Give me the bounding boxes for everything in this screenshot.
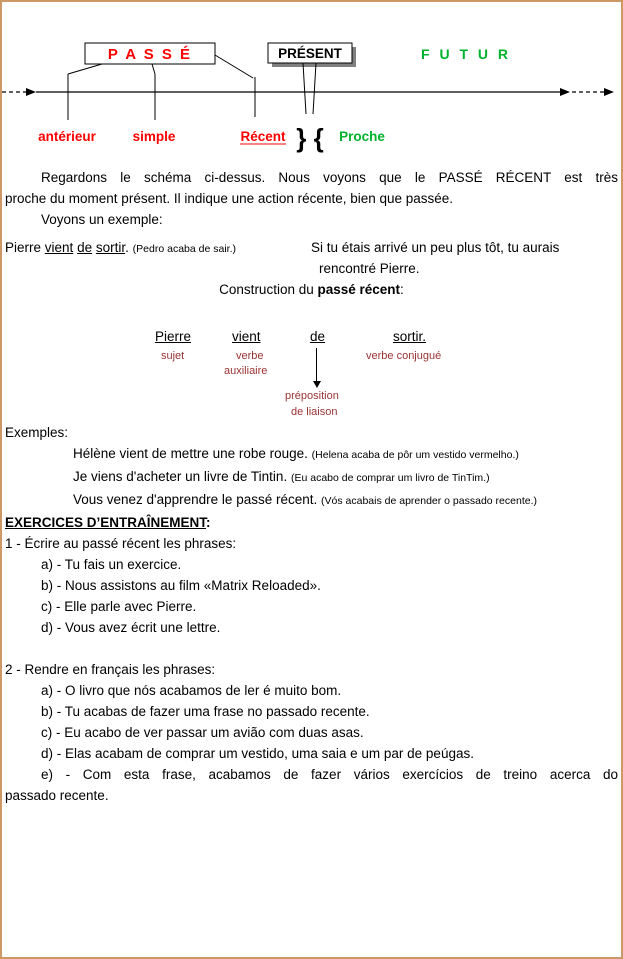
construction-word-sortir: sortir. [393, 329, 427, 344]
present-box [267, 42, 353, 64]
exercise-2-title: 2 - Rendre en français les phrases: [5, 662, 216, 677]
label-verbe-conjugue: verbe conjugué [366, 350, 442, 362]
exercise-2-item-b: b) - Tu acabas de fazer uma frase no pas… [41, 704, 370, 719]
example-infinitive: sortir [95, 240, 126, 255]
exercise-2-item-a: a) - O livro que nós acabamos de ler é m… [41, 683, 342, 698]
construction-title-prefix: Construction du [219, 282, 318, 297]
timeline-axis [2, 88, 614, 96]
exercise-2-item-e: e) - Com esta frase, acabamos de fazer v… [5, 764, 618, 806]
proche-label: Proche [339, 129, 385, 144]
present-braces: } { [296, 123, 323, 153]
exercise-1-item-a: a) - Tu fais un exercice. [41, 557, 182, 572]
exercise-2-item-e-line2: passado recente. [5, 788, 109, 803]
example-side-note: Si tu étais arrivé un peu plus tôt, tu a… [311, 237, 559, 279]
passe-box-group: P A S S É [84, 42, 216, 65]
blank-line [5, 638, 618, 659]
construction-word-vient: vient [232, 329, 261, 344]
example-row: Pierre vient de sortir. (Pedro acaba de … [5, 237, 618, 279]
arrowhead-mid [560, 88, 570, 96]
exercise-1-title: 1 - Écrire au passé récent les phrases: [5, 536, 237, 551]
connector-lines [67, 54, 317, 115]
intro-line-1: Regardons le schéma ci-dessus. Nous voyo… [41, 170, 618, 185]
intro-paragraph: Regardons le schéma ci-dessus. Nous voyo… [5, 167, 618, 209]
label-preposition: préposition [285, 390, 339, 402]
construction-title-colon: : [400, 282, 404, 297]
exercises-heading-text: EXERCICES D’ENTRAÎNEMENT [5, 515, 207, 530]
futur-label: F U T U R [421, 46, 511, 62]
exercise-2-item-e-line1: e) - Com esta frase, acabamos de fazer v… [41, 767, 618, 782]
example-item-3: Vous venez d'apprendre le passé récent. … [5, 489, 618, 512]
intro-line-2: proche du moment présent. Il indique une… [5, 191, 454, 206]
construction-title-term: passé récent [317, 282, 401, 297]
construction-diagram: Pierre vient de sortir. sujet verbe auxi… [5, 326, 618, 422]
example-period: . [125, 240, 129, 255]
example-verb: vient [44, 240, 74, 255]
arrowhead-left [26, 88, 36, 96]
example-3-pt: (Vós acabais de aprender o passado recen… [321, 495, 537, 507]
label-sujet: sujet [161, 350, 185, 362]
label-de-liaison: de liaison [291, 406, 338, 418]
exercise-1-item-c: c) - Elle parle avec Pierre. [41, 599, 197, 614]
construction-word-de: de [310, 329, 326, 344]
timeline-ticks [67, 74, 256, 120]
example-subject: Pierre [5, 240, 42, 255]
side-line-2: rencontré Pierre. [319, 261, 420, 276]
construction-title: Construction du passé récent: [5, 279, 618, 300]
construction-word-pierre: Pierre [155, 329, 192, 344]
timeline-diagram: P A S S É PRÉSENT F U T U R [2, 42, 614, 153]
example-1-fr: Hélène vient de mettre une robe rouge. [73, 446, 308, 461]
liaison-arrow-line [316, 348, 317, 381]
voyons-line: Voyons un exemple: [41, 212, 163, 227]
example-prep: de [77, 240, 93, 255]
exercises-heading: EXERCICES D’ENTRAÎNEMENT: [5, 512, 618, 533]
example-2-pt: (Eu acabo de comprar um livro de TinTim.… [290, 472, 490, 484]
present-box-group: PRÉSENT [267, 42, 356, 67]
exercises-heading-colon: : [206, 515, 211, 530]
example-item-1: Hélène vient de mettre une robe rouge. (… [5, 443, 618, 466]
examples-heading: Exemples: [5, 425, 69, 440]
example-1-pt: (Helena acaba de pôr um vestido vermelho… [311, 449, 519, 461]
label-verbe: verbe [236, 350, 264, 362]
recent-label: Récent [240, 129, 286, 144]
anterieur-label: antérieur [38, 129, 97, 144]
example-sentence: Pierre vient de sortir. (Pedro acaba de … [5, 237, 618, 260]
example-2-fr: Je viens d'acheter un livre de Tintin. [73, 469, 288, 484]
present-label: PRÉSENT [278, 46, 343, 61]
example-translation: (Pedro acaba de sair.) [132, 243, 236, 255]
liaison-arrow-head-icon [313, 381, 321, 388]
exercise-2-item-d: d) - Elas acabam de comprar um vestido, … [41, 746, 474, 761]
arrowhead-right [604, 88, 614, 96]
passe-label: P A S S É [108, 46, 192, 63]
passe-box [84, 42, 216, 65]
example-3-fr: Vous venez d'apprendre le passé récent. [73, 492, 318, 507]
example-item-2: Je viens d'acheter un livre de Tintin. (… [5, 466, 618, 489]
side-line-1: Si tu étais arrivé un peu plus tôt, tu a… [311, 240, 560, 255]
exercise-1-item-b: b) - Nous assistons au film «Matrix Relo… [41, 578, 321, 593]
simple-label: simple [133, 129, 176, 144]
exercise-2-item-c: c) - Eu acabo de ver passar um avião com… [41, 725, 364, 740]
exercise-1-item-d: d) - Vous avez écrit une lettre. [41, 620, 221, 635]
label-auxiliaire: auxiliaire [224, 365, 268, 377]
document-body: Regardons le schéma ci-dessus. Nous voyo… [2, 167, 621, 806]
